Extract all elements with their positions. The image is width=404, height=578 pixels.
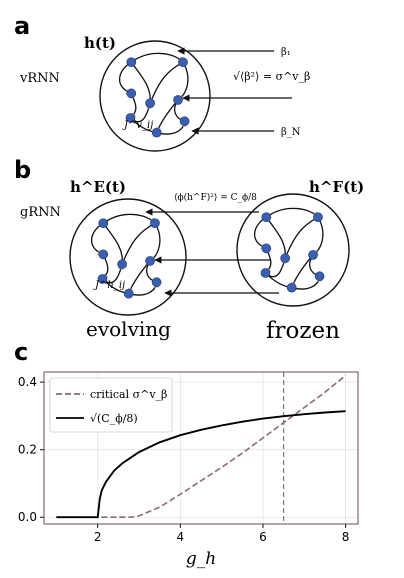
x-tick-label-1: 4 — [177, 530, 185, 544]
x-tick-label-2: 6 — [259, 530, 267, 544]
grnn-label: gRNN — [20, 205, 61, 220]
panel-a-letter: a — [14, 12, 30, 40]
variance-equation: √⟨β²⟩ = σ^v_β — [233, 70, 310, 83]
vrnn-network-boundary — [99, 40, 211, 152]
critical-input-chart: 2 4 6 8 0.0 0.2 0.4 g_h critical σ^v_β √(C_ϕ/8) — [18, 371, 359, 569]
x-tick-label-0: 2 — [94, 530, 102, 544]
y-tick-label-0: 0.0 — [18, 510, 37, 524]
y-tick-label-1: 0.2 — [18, 443, 37, 457]
panel-c-letter: c — [14, 338, 28, 366]
vrnn-coupling-label: J^v_ij — [122, 120, 153, 131]
plot-frame — [43, 371, 359, 525]
evolving-caption: evolving — [86, 317, 171, 341]
evolving-state-label: h^E(t) — [70, 178, 126, 196]
x-tick-label-3: 8 — [342, 530, 350, 544]
frozen-network-boundary — [236, 193, 350, 307]
legend-label-1: √(C_ϕ/8) — [90, 412, 138, 425]
evolving-network-boundary — [69, 198, 187, 316]
panel-b: b gRNN h^E(t) h^F(t) ⟨ϕ(h^F)²⟩ = C_ϕ/8 J… — [14, 156, 364, 344]
frozen-network — [255, 208, 325, 292]
series-line-1 — [56, 410, 346, 519]
x-axis-label: g_h — [186, 549, 216, 569]
series-line-0 — [56, 374, 347, 518]
panel-b-letter: b — [14, 156, 31, 184]
frozen-state-label: h^F(t) — [309, 178, 364, 196]
feedback-equation: ⟨ϕ(h^F)²⟩ = C_ϕ/8 — [174, 192, 257, 203]
vrnn-label: vRNN — [19, 71, 60, 86]
panel-c: c 2 4 6 8 0.0 0.2 0.4 g_h critical σ^v_β √(C_ϕ/8) — [14, 338, 359, 569]
y-tick-label-2: 0.4 — [18, 375, 37, 389]
beta-1-label: β₁ — [281, 47, 291, 58]
grnn-coupling-label: J^h_ij — [93, 280, 125, 291]
legend-label-0: critical σ^v_β — [90, 388, 167, 401]
panel-a: a vRNN h(t) β₁ √⟨β²⟩ = σ^v_β β_N J^v_ij — [14, 12, 310, 152]
vrnn-state-label: h(t) — [84, 34, 116, 52]
frozen-caption: frozen — [266, 318, 340, 344]
beta-n-label: β_N — [281, 127, 301, 138]
